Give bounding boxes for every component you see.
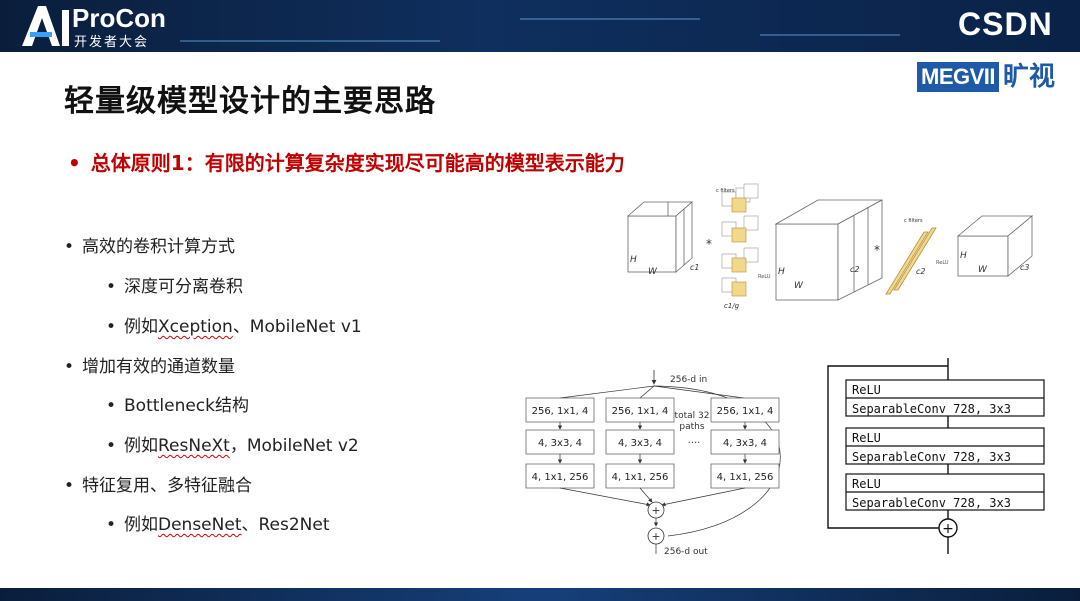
megvii-logo: MEGVII 旷视 bbox=[917, 62, 1055, 92]
input-label: 256-d in bbox=[670, 375, 707, 385]
sub-bullet-text: 例如Xception、MobileNet v1 bbox=[124, 317, 362, 337]
input-tensor bbox=[626, 201, 694, 273]
sub-bullet-text: 深度可分离卷积 bbox=[124, 277, 243, 297]
h-label: H bbox=[630, 255, 637, 265]
bullet-dot: • bbox=[106, 436, 117, 456]
paths-label: paths bbox=[679, 422, 704, 432]
logo-name: ProCon bbox=[72, 3, 166, 33]
output-label: 256-d out bbox=[664, 547, 708, 557]
conv-box bbox=[710, 463, 780, 489]
decorative-streak bbox=[180, 40, 440, 42]
bullet-dot: • bbox=[64, 237, 75, 257]
slide-title: 轻量级模型设计的主要思路 bbox=[64, 84, 436, 119]
conv-box bbox=[710, 397, 780, 423]
c3-label: c3 bbox=[1020, 263, 1030, 272]
bullet-dot: • bbox=[64, 357, 75, 377]
conv-label: 4, 1x1, 256 bbox=[612, 472, 669, 483]
highlighted-filters bbox=[731, 197, 747, 297]
plus-sign: + bbox=[651, 504, 660, 517]
ellipsis: ···· bbox=[688, 438, 701, 449]
bullet-dot: • bbox=[106, 515, 117, 535]
model-name: ResNeXt bbox=[158, 436, 230, 456]
add-node bbox=[647, 501, 665, 519]
conv-label: 4, 3x3, 4 bbox=[723, 438, 767, 449]
plus-sign: + bbox=[651, 530, 660, 543]
sub-bullet-item: • 深度可分离卷积 bbox=[106, 272, 243, 297]
decorative-streak bbox=[520, 18, 700, 20]
c1g-label: c1/g bbox=[724, 302, 740, 310]
megvii-logo-cn: 旷视 bbox=[1003, 62, 1056, 92]
paths-label: total 32 bbox=[675, 411, 710, 421]
decorative-streak bbox=[760, 34, 900, 36]
c-filters-label: c filters bbox=[716, 188, 735, 194]
bullet-dot: • bbox=[64, 476, 75, 496]
add-node bbox=[938, 518, 958, 538]
conv-label: 4, 1x1, 256 bbox=[717, 472, 774, 483]
conv-box bbox=[525, 463, 595, 489]
c2-filters-label: c filters bbox=[904, 218, 923, 224]
conv-box bbox=[525, 429, 595, 455]
sub-bullet-text: 例如DenseNet、Res2Net bbox=[124, 515, 330, 535]
group-conv-diagram: H W c1 * c filters ReLU c1/g H W c2 * c … bbox=[626, 183, 1034, 310]
sub-bullet-item: • 例如DenseNet、Res2Net bbox=[106, 510, 330, 535]
relu-label: ReLU bbox=[852, 477, 881, 491]
conv-star: * bbox=[706, 237, 712, 251]
conv-label: 256, 1x1, 4 bbox=[612, 406, 669, 417]
bullet-item: • 特征复用、多特征融合 bbox=[64, 471, 252, 496]
model-name: DenseNet bbox=[158, 515, 242, 535]
conv-label: 256, 1x1, 4 bbox=[717, 406, 774, 417]
principle-line: • 总体原则1：有限的计算复杂度实现尽可能高的模型表示能力 bbox=[68, 147, 625, 176]
sepconv-label: SeparableConv 728, 3x3 bbox=[852, 496, 1011, 510]
bullet-dot: • bbox=[68, 151, 81, 175]
bullet-item: • 增加有效的通道数量 bbox=[64, 352, 235, 377]
sub-bullet-text: Bottleneck结构 bbox=[124, 396, 250, 416]
bullet-item: • 高效的卷积计算方式 bbox=[64, 232, 235, 257]
bullet-text: 高效的卷积计算方式 bbox=[82, 237, 235, 257]
h-label: H bbox=[778, 267, 785, 277]
w-label: W bbox=[794, 281, 804, 291]
model-name: Xception bbox=[158, 317, 233, 337]
resnext-block-diagram: 256-d in 256, 1x1, 4 256, 1x1, 4 256, 1x… bbox=[525, 370, 781, 557]
header-bar: ProCon 开发者大会 CSDN bbox=[0, 0, 1080, 52]
relu-label: ReLU bbox=[758, 274, 771, 280]
bullet-dot: • bbox=[106, 396, 117, 416]
relu-label: ReLU bbox=[936, 260, 949, 266]
bullet-text: 特征复用、多特征融合 bbox=[82, 476, 252, 496]
sub-bullet-item: • Bottleneck结构 bbox=[106, 391, 249, 416]
xception-block-diagram: ReLU SeparableConv 728, 3x3 ReLU Separab… bbox=[827, 358, 1045, 554]
sub-bullet-item: • 例如ResNeXt，MobileNet v2 bbox=[106, 431, 359, 456]
c2-label: c2 bbox=[850, 265, 860, 274]
principle-text: 总体原则1：有限的计算复杂度实现尽可能高的模型表示能力 bbox=[90, 151, 625, 175]
conv-label: 256, 1x1, 4 bbox=[532, 406, 589, 417]
conv-label: 4, 3x3, 4 bbox=[538, 438, 582, 449]
conv-label: 4, 1x1, 256 bbox=[532, 472, 589, 483]
sub-bullet-item: • 例如Xception、MobileNet v1 bbox=[106, 312, 362, 337]
conv-star: * bbox=[874, 243, 880, 257]
sepconv-label: SeparableConv 728, 3x3 bbox=[852, 450, 1011, 464]
c2-label: c2 bbox=[916, 267, 926, 276]
conv-label: 4, 3x3, 4 bbox=[618, 438, 662, 449]
h-label: H bbox=[960, 251, 967, 261]
c1-label: c1 bbox=[690, 263, 700, 272]
ai-logo-icon bbox=[22, 6, 69, 46]
relu-label: ReLU bbox=[852, 431, 881, 445]
bullet-text: 增加有效的通道数量 bbox=[82, 357, 235, 377]
w-label: W bbox=[648, 267, 658, 277]
relu-label: ReLU bbox=[852, 383, 881, 397]
bullet-dot: • bbox=[106, 277, 117, 297]
sub-bullet-text: 例如ResNeXt，MobileNet v2 bbox=[124, 436, 359, 456]
plus-sign: + bbox=[942, 521, 954, 537]
footer-bar bbox=[0, 588, 1080, 601]
pointwise-filters bbox=[885, 227, 937, 295]
middle-tensor bbox=[774, 199, 883, 301]
bullet-dot: • bbox=[106, 317, 117, 337]
megvii-logo-text: MEGVII bbox=[917, 62, 1000, 92]
sepconv-label: SeparableConv 728, 3x3 bbox=[852, 402, 1011, 416]
w-label: W bbox=[978, 265, 988, 275]
logo-subtitle: 开发者大会 bbox=[74, 35, 150, 50]
csdn-logo: CSDN bbox=[958, 6, 1053, 42]
output-tensor bbox=[956, 215, 1034, 277]
